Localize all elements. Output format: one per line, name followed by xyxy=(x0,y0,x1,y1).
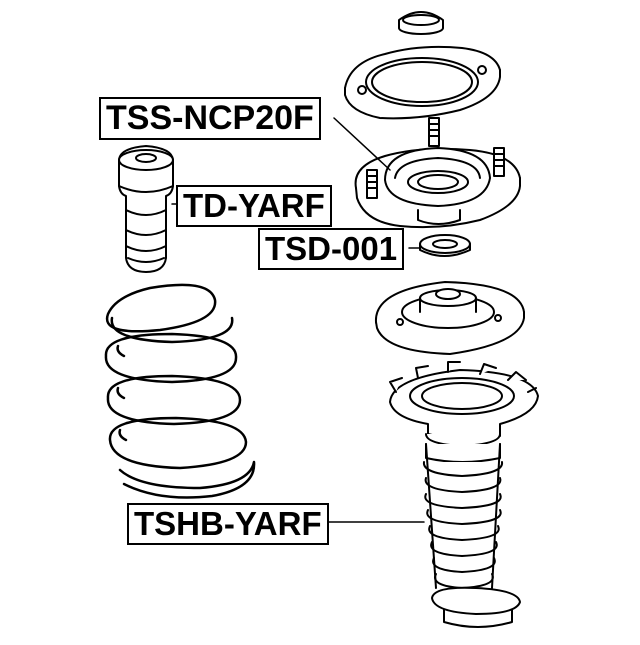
part-label-bump-stop: TD-YARF xyxy=(176,185,332,227)
part-label-dust-boot: TSHB-YARF xyxy=(127,503,329,545)
spring-seat xyxy=(374,281,525,355)
part-label-bearing: TSD-001 xyxy=(258,228,405,270)
bearing-ring xyxy=(419,234,471,257)
part-label-strut-mount: TSS-NCP20F xyxy=(99,97,321,140)
dust-boot xyxy=(389,361,539,628)
coil-spring xyxy=(104,283,256,499)
top-cap xyxy=(398,11,444,35)
strut-mount xyxy=(354,117,521,229)
upper-plate xyxy=(344,45,501,120)
bump-stop xyxy=(118,145,174,273)
